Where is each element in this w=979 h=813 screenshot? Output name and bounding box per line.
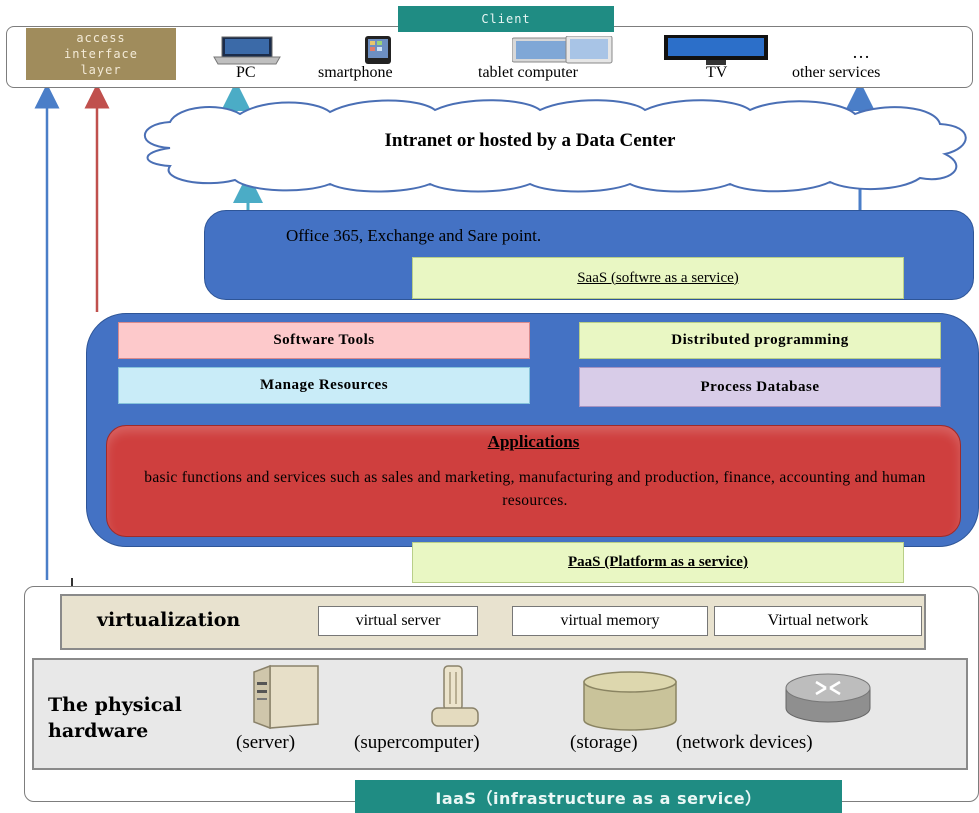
manage-resources-box: Manage Resources: [118, 367, 530, 404]
virtualization-band: [60, 594, 926, 650]
client-title: Client: [398, 6, 614, 32]
saas-description: Office 365, Exchange and Sare point.: [286, 226, 542, 245]
server-icon: [253, 664, 319, 730]
software-tools-box: Software Tools: [118, 322, 530, 359]
storage-icon: [583, 671, 677, 731]
applications-title: Applications: [487, 432, 580, 451]
hardware-label-line: The physical: [48, 694, 182, 716]
virtual-network-box: Virtual network: [714, 606, 922, 636]
device-label-tablet: tablet computer: [478, 64, 578, 81]
device-label-tv: TV: [706, 64, 728, 81]
access-layer-line: interface: [63, 47, 139, 61]
device-label-other: other services: [792, 64, 881, 81]
applications-description: basic functions and services such as sal…: [144, 469, 926, 509]
hardware-label-storage: (storage): [570, 732, 638, 753]
supercomputer-icon: [431, 665, 479, 727]
distributed-programming-box: Distributed programming: [579, 322, 941, 359]
router-icon: [785, 673, 871, 723]
device-label-smartphone: smartphone: [318, 64, 393, 81]
access-layer-line: access: [76, 31, 126, 45]
saas-label: SaaS (softwre as a service): [412, 257, 904, 299]
cloud-label: Intranet or hosted by a Data Center: [384, 130, 676, 151]
tablet-icon: [512, 36, 613, 64]
access-interface-layer: access interface layer: [26, 28, 176, 80]
tv-icon: [664, 35, 768, 65]
hardware-label-server: (server): [236, 732, 296, 753]
smartphone-icon: [365, 36, 391, 64]
device-label-pc: PC: [236, 64, 256, 81]
access-layer-line: layer: [80, 63, 122, 77]
paas-label: PaaS (Platform as a service): [412, 542, 904, 583]
iaas-label: IaaS（infrastructure as a service）: [355, 780, 842, 813]
hardware-label-supercomputer: (supercomputer): [354, 732, 480, 753]
virtual-server-box: virtual server: [318, 606, 478, 636]
hardware-label-network: (network devices): [676, 732, 813, 753]
ellipsis-icon: …: [852, 42, 870, 62]
hardware-label-line: hardware: [48, 720, 149, 742]
applications-box: [106, 425, 961, 537]
process-database-box: Process Database: [579, 367, 941, 407]
hardware-label: The physical hardware: [48, 692, 238, 744]
laptop-icon: [213, 36, 281, 65]
virtualization-label: virtualization: [97, 609, 241, 631]
virtual-memory-box: virtual memory: [512, 606, 708, 636]
cloud-shape: [143, 99, 967, 193]
